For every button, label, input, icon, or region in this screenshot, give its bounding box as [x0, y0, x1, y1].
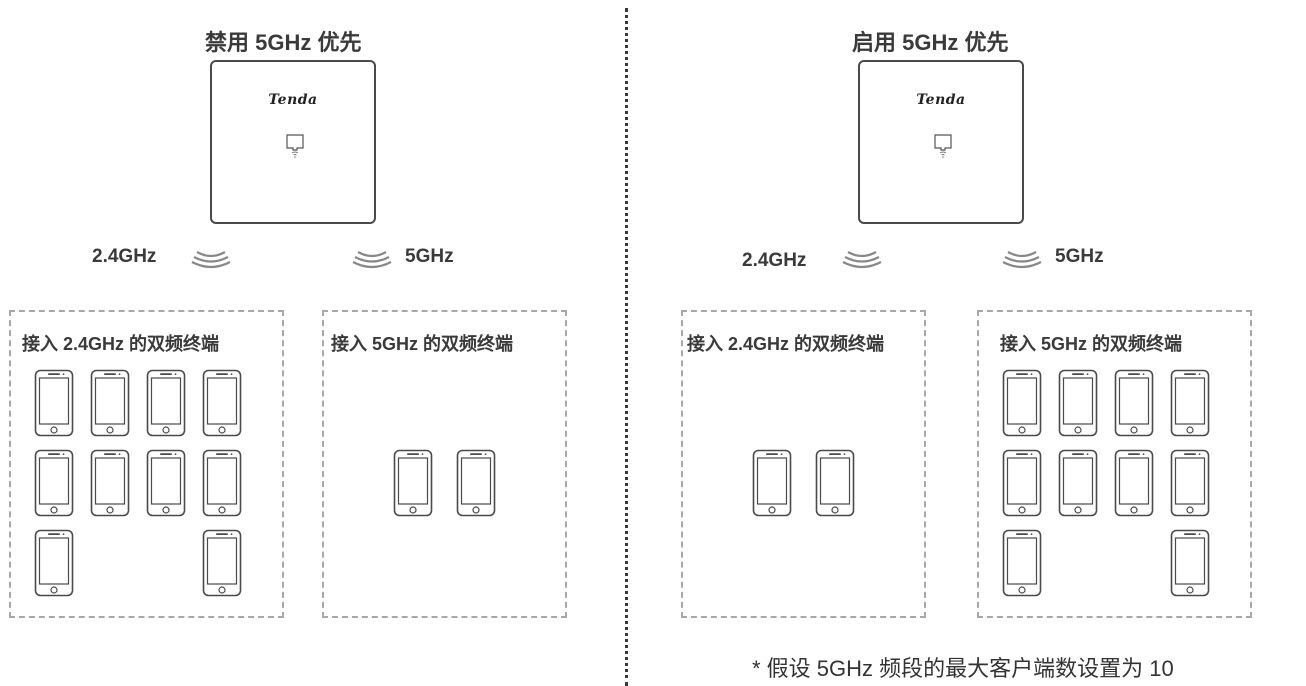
wifi-wave-icon — [352, 251, 392, 269]
left-group-5ghz-label: 接入 5GHz 的双频终端 — [331, 334, 514, 354]
smartphone-icon — [34, 369, 74, 437]
right-group-5ghz — [977, 310, 1252, 618]
right-panel-title: 启用 5GHz 优先 — [852, 30, 1009, 55]
ethernet-port-icon — [286, 134, 304, 158]
wifi-wave-icon — [1002, 251, 1042, 269]
smartphone-icon — [815, 449, 855, 517]
right-group-24ghz — [681, 310, 926, 618]
right-brand-logo: Tenda — [916, 92, 966, 108]
wifi-wave-icon — [842, 251, 882, 269]
smartphone-icon — [1002, 529, 1042, 597]
right-group-24ghz-label: 接入 2.4GHz 的双频终端 — [687, 334, 885, 354]
panel-divider — [625, 8, 628, 686]
smartphone-icon — [1170, 529, 1210, 597]
left-group-5ghz — [322, 310, 567, 618]
smartphone-icon — [34, 449, 74, 517]
left-band-24-label: 2.4GHz — [92, 246, 157, 267]
smartphone-icon — [1002, 369, 1042, 437]
smartphone-icon — [34, 529, 74, 597]
smartphone-icon — [752, 449, 792, 517]
left-access-point: Tenda — [210, 60, 376, 224]
smartphone-icon — [90, 369, 130, 437]
smartphone-icon — [1114, 449, 1154, 517]
smartphone-icon — [146, 449, 186, 517]
smartphone-icon — [1170, 369, 1210, 437]
smartphone-icon — [1170, 449, 1210, 517]
smartphone-icon — [1058, 449, 1098, 517]
smartphone-icon — [202, 529, 242, 597]
smartphone-icon — [393, 449, 433, 517]
smartphone-icon — [1058, 369, 1098, 437]
right-access-point: Tenda — [858, 60, 1024, 224]
left-band-5-label: 5GHz — [405, 246, 454, 267]
ethernet-port-icon — [934, 134, 952, 158]
smartphone-icon — [456, 449, 496, 517]
left-group-24ghz-label: 接入 2.4GHz 的双频终端 — [22, 334, 220, 354]
footnote: * 假设 5GHz 频段的最大客户端数设置为 10 — [752, 656, 1174, 681]
smartphone-icon — [1002, 449, 1042, 517]
smartphone-icon — [146, 369, 186, 437]
smartphone-icon — [202, 449, 242, 517]
left-panel-title: 禁用 5GHz 优先 — [205, 30, 362, 55]
smartphone-icon — [90, 449, 130, 517]
wifi-wave-icon — [191, 251, 231, 269]
right-band-5-label: 5GHz — [1055, 246, 1104, 267]
right-group-5ghz-label: 接入 5GHz 的双频终端 — [1000, 334, 1183, 354]
smartphone-icon — [1114, 369, 1154, 437]
left-group-24ghz — [9, 310, 284, 618]
left-brand-logo: Tenda — [268, 92, 318, 108]
right-band-24-label: 2.4GHz — [742, 250, 807, 271]
smartphone-icon — [202, 369, 242, 437]
